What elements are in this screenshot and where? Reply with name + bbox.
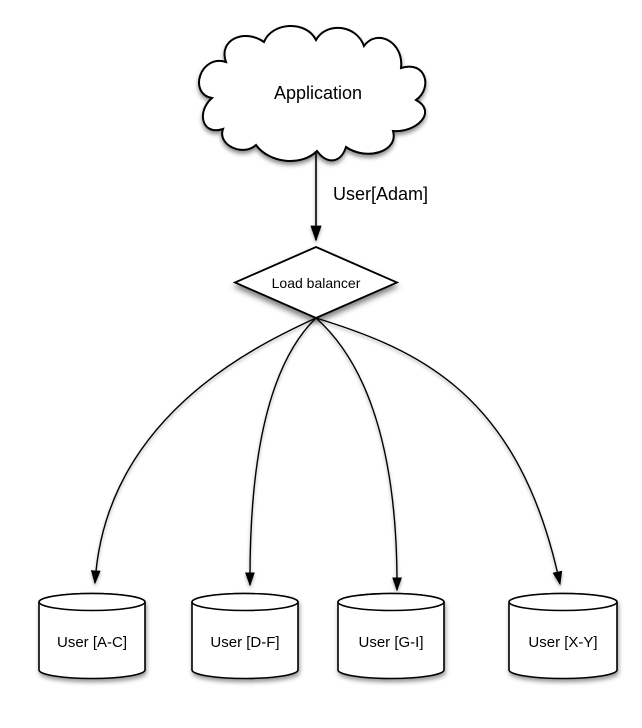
application-label: Application <box>274 83 362 103</box>
shard-gi-node: User [G-I] <box>337 592 445 680</box>
edge-lb-to-shard-gi <box>315 317 402 592</box>
shard-df-node: User [D-F] <box>191 592 299 680</box>
cylinder-rim-ac <box>38 592 146 612</box>
edge-app-to-lb-label: User[Adam] <box>333 184 428 204</box>
shard-df-label: User [D-F] <box>210 634 279 651</box>
load-balancer-node: Load balancer <box>232 246 400 319</box>
cylinder-rim-xy <box>508 592 618 612</box>
cloud-shape <box>198 25 427 163</box>
shard-ac-label: User [A-C] <box>57 634 127 651</box>
cylinder-rim-gi <box>337 592 445 612</box>
edge-lb-to-shard-ac <box>90 317 317 585</box>
edge-lb-to-shard-xy <box>315 317 563 586</box>
application-cloud-node: Application <box>198 25 427 163</box>
shard-gi-label: User [G-I] <box>358 634 423 651</box>
shard-ac-node: User [A-C] <box>38 592 146 680</box>
shard-xy-node: User [X-Y] <box>508 592 618 680</box>
cylinder-rim-df <box>191 592 299 612</box>
load-balancer-label: Load balancer <box>272 275 361 291</box>
edge-lb-to-shard-df <box>245 317 317 587</box>
shard-xy-label: User [X-Y] <box>528 634 597 651</box>
edges-lb-to-shards <box>90 317 563 592</box>
